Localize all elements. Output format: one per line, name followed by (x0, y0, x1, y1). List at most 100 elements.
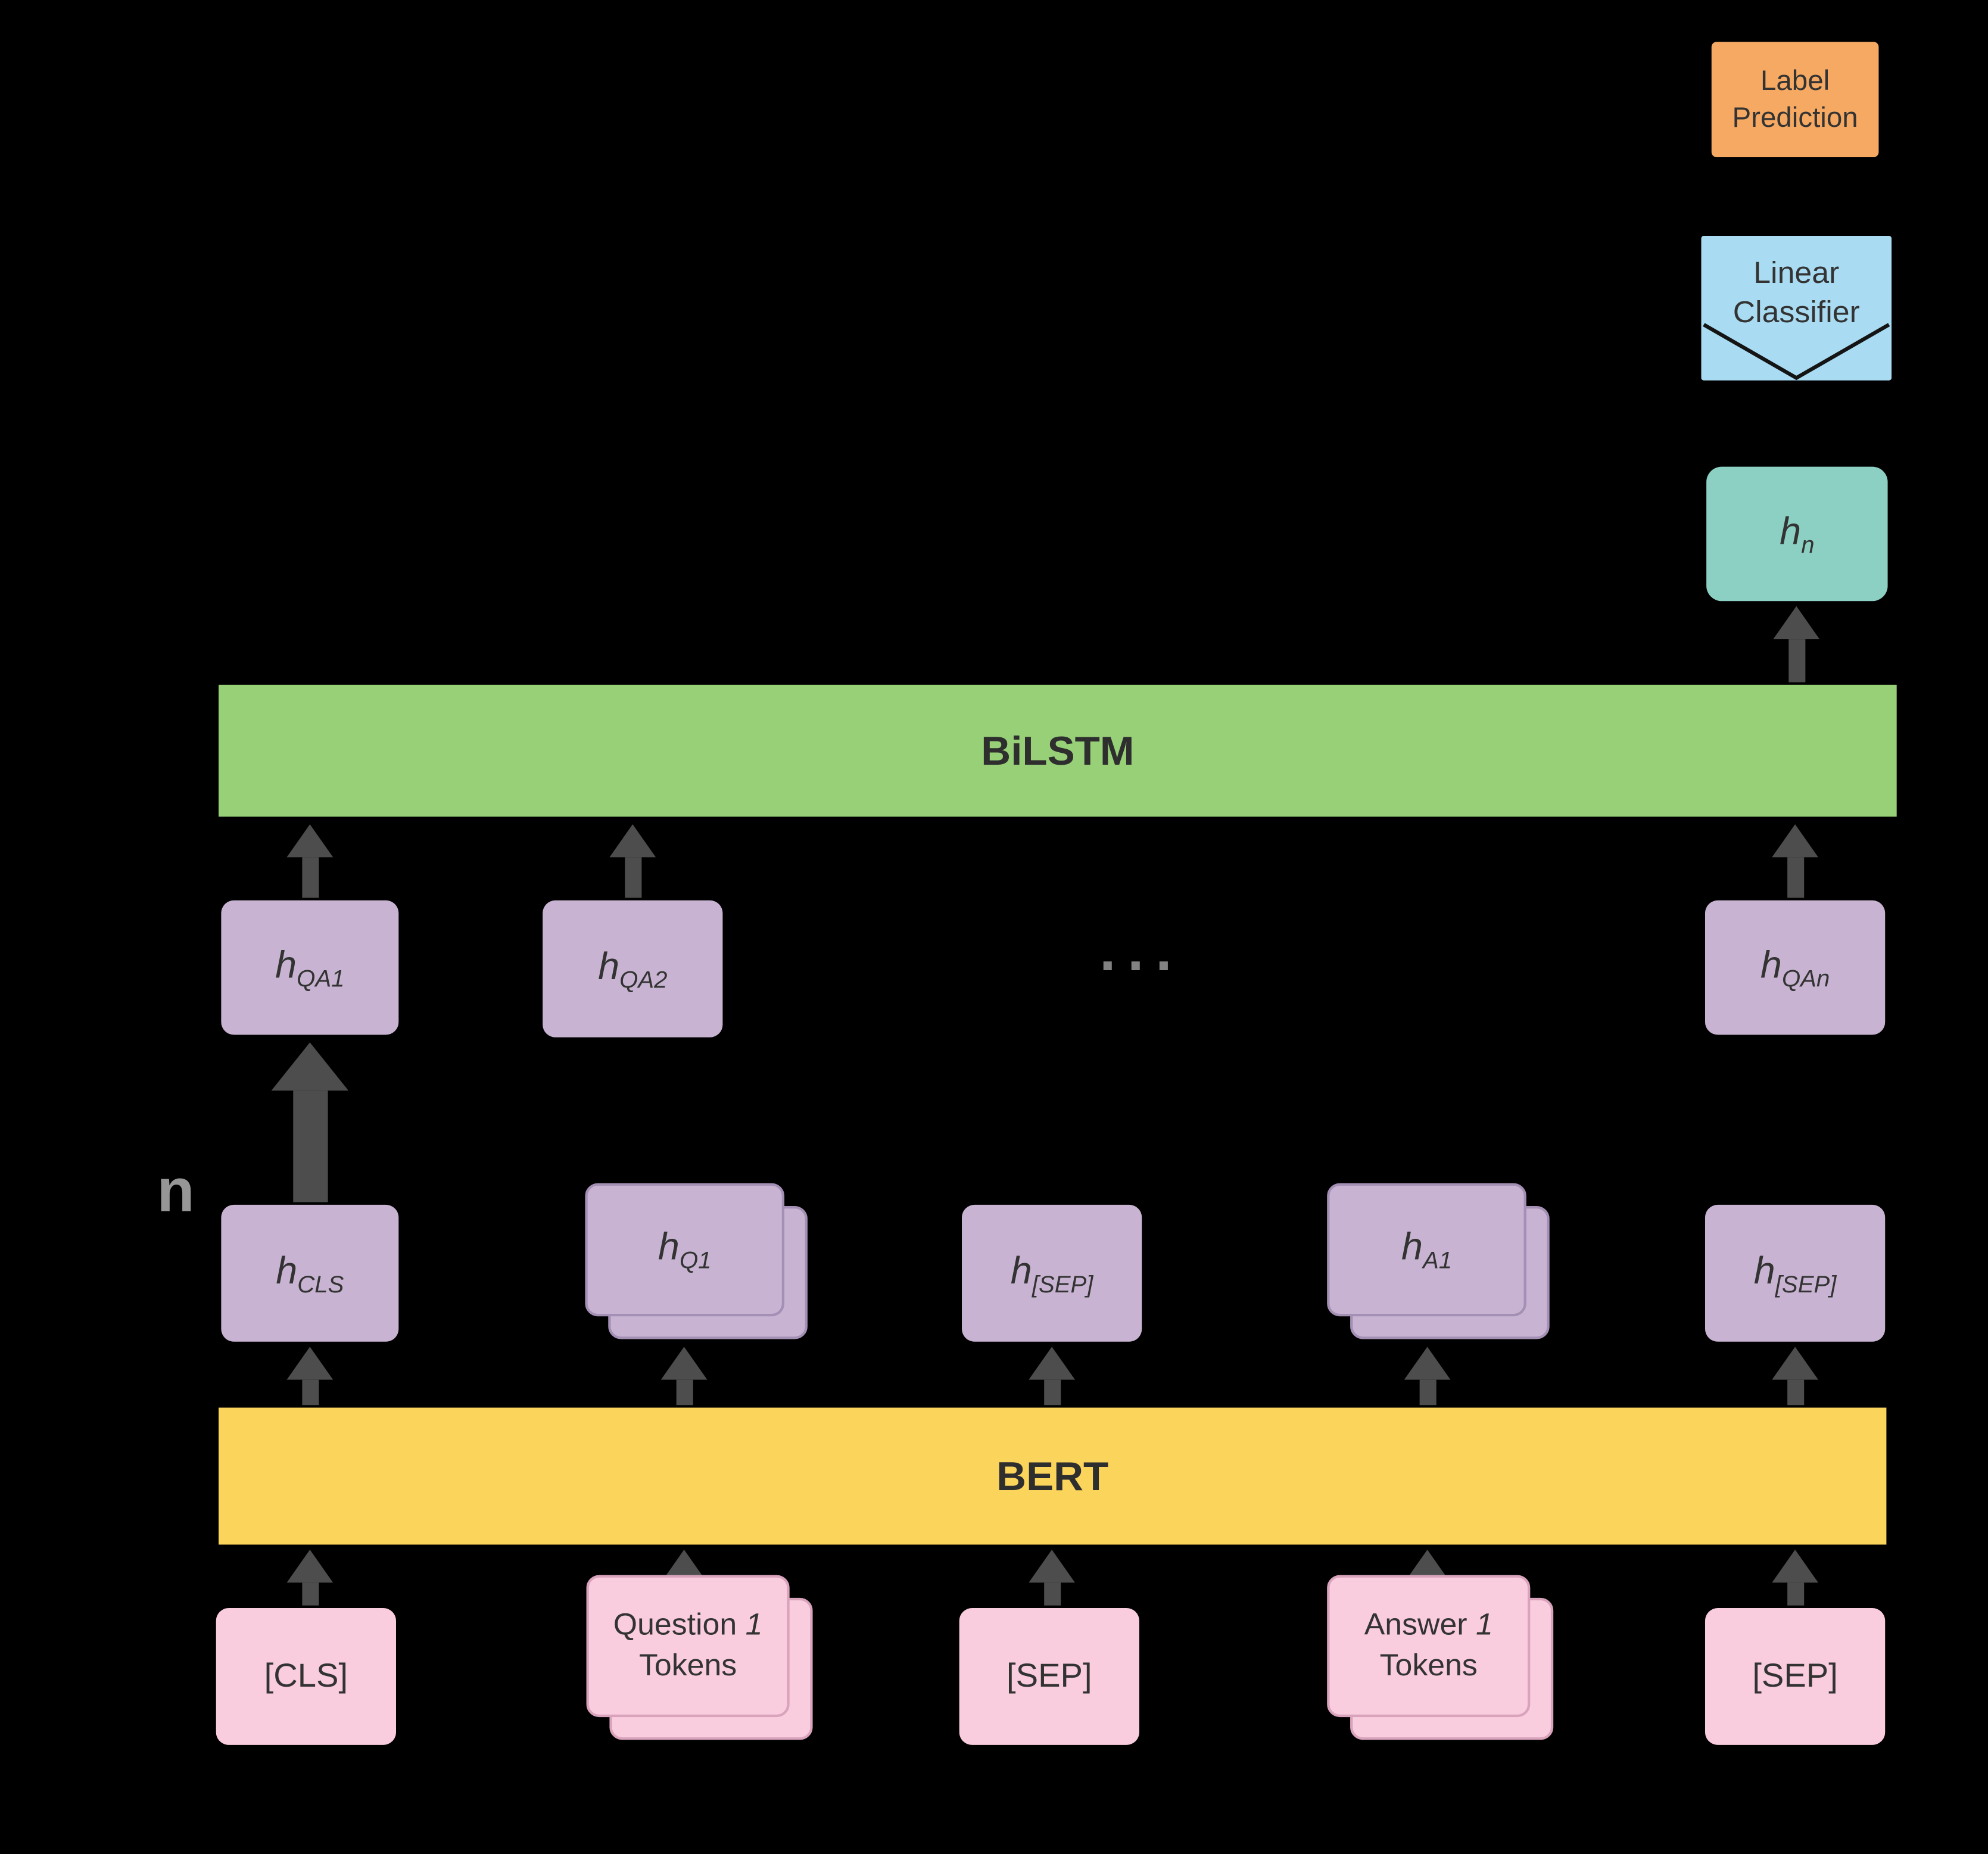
arrow-bert-to-hsep2 (1772, 1347, 1818, 1406)
h-qa1-base: h (275, 945, 297, 987)
h-a1-sub: A1 (1422, 1246, 1453, 1273)
h-cls-text: hCLS (276, 1247, 344, 1300)
question-word: Question (613, 1607, 737, 1642)
arrow-shaft (1043, 1379, 1061, 1406)
h-qa2-base: h (598, 946, 620, 988)
h-sep1-sub: [SEP] (1032, 1270, 1093, 1298)
linear-classifier-box: Linear Classifier (1701, 236, 1892, 381)
linear-classifier-text: Linear Classifier (1733, 256, 1860, 331)
h-cls-base: h (276, 1250, 298, 1292)
h-n-base: h (1780, 510, 1802, 553)
h-q1-sub: Q1 (679, 1246, 712, 1273)
sep2-token-box: [SEP] (1705, 1607, 1886, 1745)
arrow-shaft (301, 857, 319, 898)
h-q1-base: h (658, 1225, 680, 1268)
h-a1-base: h (1401, 1225, 1423, 1268)
arrow-sep2-to-bert (1772, 1550, 1818, 1606)
arrow-bert-to-ha1 (1404, 1347, 1451, 1406)
h-a1-text: hA1 (1401, 1226, 1452, 1274)
h-n-box: hn (1706, 466, 1888, 602)
arrow-cls-to-bert (286, 1550, 334, 1606)
bilstm-bar: BiLSTM (219, 684, 1897, 817)
bert-label: BERT (996, 1453, 1109, 1498)
sep1-token-text: [SEP] (1007, 1656, 1092, 1694)
arrow-shaft (301, 1379, 319, 1406)
arrow-head (1029, 1550, 1076, 1583)
h-sep1-text: h[SEP] (1011, 1247, 1093, 1300)
arrow-shaft (1419, 1379, 1436, 1406)
arrow-head (271, 1042, 349, 1091)
h-cls-sub: CLS (297, 1270, 344, 1298)
arrow-head (609, 824, 656, 858)
arrow-shaft (1787, 857, 1804, 898)
bilstm-label: BiLSTM (981, 727, 1135, 773)
h-qa1-box: hQA1 (221, 900, 399, 1035)
cls-token-text: [CLS] (264, 1656, 348, 1694)
arrow-shaft (301, 1582, 319, 1606)
answer-suffix: Tokens (1379, 1649, 1478, 1683)
arrow-shaft (292, 1090, 328, 1202)
arrow-shaft (1787, 1582, 1804, 1606)
h-n-sub: n (1801, 531, 1815, 558)
h-qa2-sub: QA2 (619, 966, 668, 993)
arrow-head (286, 824, 334, 858)
arrow-sep1-to-bert (1029, 1550, 1076, 1606)
h-qan-base: h (1760, 945, 1782, 987)
arrow-shaft (1787, 1379, 1804, 1406)
arrow-hcls-to-hqa1 (271, 1042, 349, 1202)
arrow-head (1029, 1347, 1076, 1380)
arrow-bert-to-hsep1 (1029, 1347, 1076, 1406)
h-qan-sub: QAn (1781, 965, 1830, 992)
question-suffix: Tokens (639, 1649, 737, 1683)
h-sep2-sub: [SEP] (1775, 1270, 1837, 1298)
h-q1-text: hQ1 (658, 1226, 712, 1274)
h-qan-box: hQAn (1705, 900, 1886, 1035)
n-annotation: n (157, 1158, 195, 1225)
h-sep2-base: h (1753, 1250, 1775, 1292)
arrow-shaft (675, 1379, 693, 1406)
h-sep1-base: h (1010, 1250, 1032, 1292)
cls-token-box: [CLS] (216, 1607, 397, 1745)
h-a1-stack: hA1 (1327, 1183, 1550, 1339)
h-cls-box: hCLS (221, 1204, 399, 1342)
arrow-bert-to-hcls (286, 1347, 334, 1406)
h-a1-box: hA1 (1327, 1183, 1526, 1317)
h-sep2-text: h[SEP] (1754, 1247, 1837, 1300)
h-sep2-box: h[SEP] (1705, 1204, 1886, 1342)
arrow-head (1773, 606, 1820, 640)
arrow-shaft (624, 857, 641, 898)
label-prediction-box: Label Prediction (1711, 42, 1879, 158)
arrow-hqan-to-bilstm (1772, 824, 1818, 898)
h-qa2-box: hQA2 (543, 900, 723, 1037)
ellipsis-text: ... (1099, 917, 1184, 983)
arrow-bert-to-hq1 (660, 1347, 708, 1406)
answer-word: Answer (1364, 1607, 1467, 1642)
arrow-head (1772, 824, 1818, 858)
arrow-hqa1-to-bilstm (286, 824, 334, 898)
arrow-head (1404, 1347, 1451, 1380)
h-qa1-text: hQA1 (275, 941, 344, 995)
label-prediction-text: Label Prediction (1732, 64, 1858, 133)
arrow-head (1772, 1347, 1818, 1380)
arrow-head (1772, 1550, 1818, 1583)
arrow-head (286, 1550, 334, 1583)
h-qan-text: hQAn (1760, 941, 1830, 995)
arrow-bilstm-to-hn (1773, 606, 1820, 683)
h-sep1-box: h[SEP] (962, 1204, 1142, 1342)
h-q1-stack: hQ1 (585, 1183, 808, 1339)
arrow-hqa2-to-bilstm (609, 824, 656, 898)
arrow-shaft (1788, 639, 1805, 683)
question-index: 1 (745, 1607, 763, 1642)
answer-index: 1 (1475, 1607, 1493, 1642)
h-qa2-text: hQA2 (598, 942, 667, 996)
arrow-shaft (1043, 1582, 1061, 1606)
h-n-text: hn (1780, 507, 1814, 561)
bert-bar: BERT (219, 1407, 1887, 1545)
